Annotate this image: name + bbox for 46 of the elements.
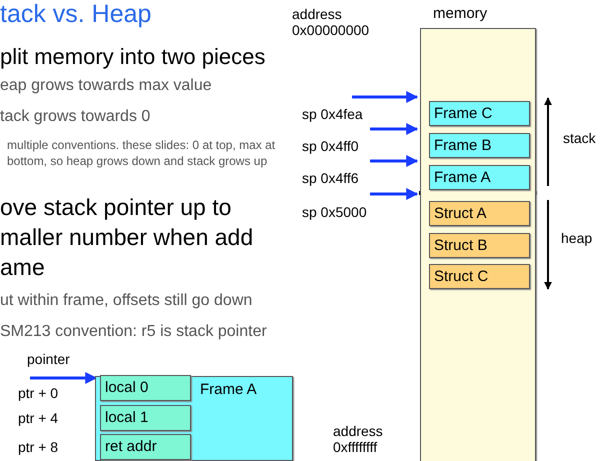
region-label: stack — [563, 130, 596, 146]
address-label: address 0xffffffff — [333, 423, 384, 456]
offset-label: ptr + 0 — [18, 385, 58, 402]
block-label: local 0 — [105, 379, 148, 396]
bullet-text: ut within frame, offsets still go down — [0, 292, 254, 310]
pointer-label: pointer — [27, 351, 70, 368]
offset-label: ptr + 8 — [18, 439, 58, 456]
region-label: heap — [561, 230, 592, 246]
frame-slot — [100, 434, 191, 460]
slide-title: tack vs. Heap — [0, 0, 152, 29]
block-label: Struct A — [434, 205, 487, 222]
block-label: ret addr — [105, 438, 157, 455]
pointer-arrow — [370, 123, 418, 135]
block-label: Frame A — [200, 381, 257, 398]
pointer-value: sp 0x4ff0 — [302, 138, 359, 154]
frame-block — [429, 165, 530, 190]
bullet-text: ove stack pointer up to maller number when add ame — [0, 193, 254, 282]
address-label: address 0x00000000 — [292, 6, 370, 38]
block-label: Struct B — [434, 237, 488, 254]
pointer-value: sp 0x4ff6 — [302, 170, 359, 186]
bullet-text: plit memory into two pieces — [0, 44, 266, 70]
bullet-text: SM213 convention: r5 is stack pointer — [0, 323, 268, 342]
frame-block — [429, 101, 530, 126]
pointer-arrow — [370, 155, 418, 167]
column-heading: memory — [433, 5, 488, 22]
frame-slot — [100, 375, 191, 401]
stack-frame — [95, 376, 293, 461]
block-label: local 1 — [105, 409, 148, 426]
pointer-value: sp 0x5000 — [302, 204, 367, 220]
bullet-text: eap grows towards max value — [0, 77, 213, 96]
block-label: Frame A — [434, 169, 491, 186]
offset-label: ptr + 4 — [18, 410, 58, 426]
bullet-text: tack grows towards 0 — [0, 108, 152, 126]
struct-block — [429, 264, 530, 289]
pointer-arrow — [30, 372, 98, 384]
pointer-arrow — [370, 188, 418, 200]
frame-block — [429, 133, 530, 158]
pointer-arrow — [352, 91, 418, 103]
frame-slot — [100, 405, 191, 431]
struct-block — [429, 201, 530, 226]
block-label: Frame B — [434, 137, 492, 154]
bullet-text: multiple conventions. these slides: 0 at top, max at bottom, so heap grows down and stack grows up — [7, 137, 276, 170]
block-label: Frame C — [434, 105, 492, 122]
pointer-value: sp 0x4fea — [302, 106, 363, 122]
block-label: Struct C — [434, 268, 488, 285]
struct-block — [429, 233, 530, 258]
